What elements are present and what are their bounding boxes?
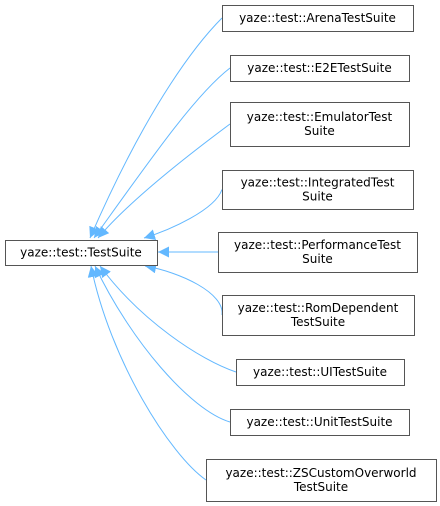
inheritance-edge-yaze-test-emulatortestsuite (97, 123, 231, 239)
class-node-arenatestsuite[interactable]: yaze::test::ArenaTestSuite (222, 5, 414, 32)
class-node-emulatortestsuite-label-1: yaze::test::EmulatorTest (247, 110, 393, 124)
class-node-arenatestsuite-box (222, 5, 414, 32)
class-node-testsuite-label-1: yaze::test::TestSuite (20, 246, 142, 260)
class-node-unittestsuite[interactable]: yaze::test::UnitTestSuite (230, 409, 410, 436)
class-node-integratedtestsuite-label-2: Suite (302, 190, 333, 204)
class-node-e2etestsuite[interactable]: yaze::test::E2ETestSuite (230, 55, 410, 82)
inheritance-edge-yaze-test-arenatestsuite (89, 17, 223, 239)
class-node-e2etestsuite-box (230, 55, 410, 82)
class-node-performancetestsuite-label-2: Suite (302, 252, 333, 266)
inheritance-edge-yaze-test-unittestsuite (94, 265, 231, 423)
class-nodes: yaze::test::TestSuite yaze::test::ArenaTe… (5, 5, 437, 502)
inheritance-edge-yaze-test-integratedtestsuite (143, 189, 223, 241)
class-node-uitestsuite-label-1: yaze::test::UITestSuite (253, 365, 387, 379)
class-node-emulatortestsuite-box (230, 102, 410, 147)
class-node-arenatestsuite-label-1: yaze::test::ArenaTestSuite (239, 11, 396, 25)
inheritance-edge-yaze-test-uitestsuite (99, 265, 237, 373)
class-node-integratedtestsuite-label-1: yaze::test::IntegratedTest (241, 176, 395, 190)
class-node-testsuite-box (5, 240, 158, 266)
class-node-uitestsuite[interactable]: yaze::test::UITestSuite (236, 359, 405, 386)
class-node-zscustomoverworldtestsuite-label-1: yaze::test::ZSCustomOverworld (225, 466, 416, 480)
class-node-performancetestsuite-label-1: yaze::test::PerformanceTest (234, 238, 401, 252)
class-node-uitestsuite-box (236, 359, 405, 386)
class-node-zscustomoverworldtestsuite-label-2: TestSuite (293, 480, 348, 494)
class-node-unittestsuite-label-1: yaze::test::UnitTestSuite (246, 415, 392, 429)
class-node-testsuite[interactable]: yaze::test::TestSuite (5, 240, 158, 266)
inheritance-edge-yaze-test-e2etestsuite (93, 67, 231, 239)
inheritance-edge-yaze-test-romdependenttestsuite (144, 262, 223, 316)
class-node-emulatortestsuite-label-2: Suite (304, 124, 335, 138)
class-node-unittestsuite-box (230, 409, 410, 436)
inheritance-edges (87, 17, 237, 481)
class-node-romdependenttestsuite-label-2: TestSuite (290, 315, 345, 329)
inheritance-edge-yaze-test-zscustomoverworldtestsuite (87, 265, 207, 481)
class-node-romdependenttestsuite-label-1: yaze::test::RomDependent (238, 301, 399, 315)
class-node-romdependenttestsuite-box (222, 295, 415, 336)
class-node-integratedtestsuite-box (222, 170, 414, 210)
class-node-e2etestsuite-label-1: yaze::test::E2ETestSuite (247, 61, 391, 75)
class-node-zscustomoverworldtestsuite-box (206, 459, 437, 502)
class-node-performancetestsuite-box (218, 232, 418, 273)
